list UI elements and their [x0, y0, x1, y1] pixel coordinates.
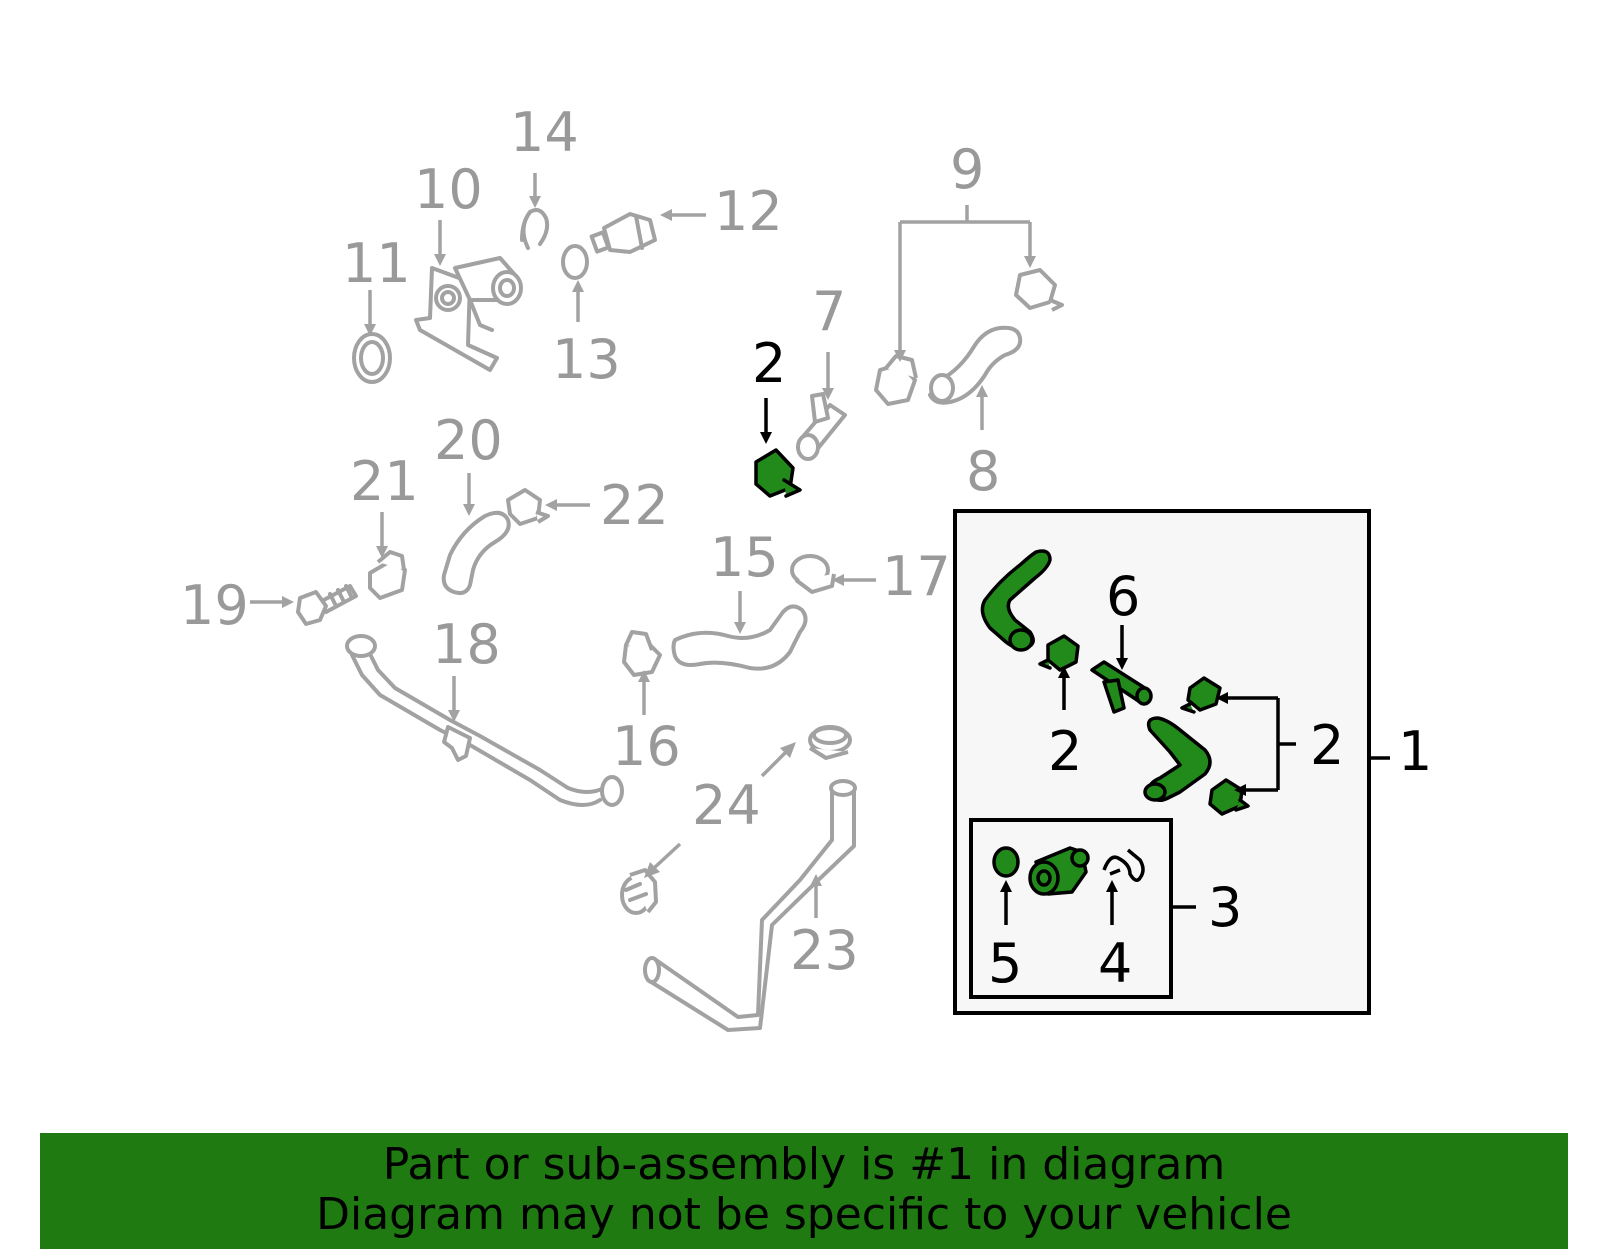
banner-line-2: Diagram may not be specific to your vehi…: [316, 1189, 1292, 1240]
kit-clip-part[interactable]: [1102, 848, 1145, 882]
hose-clamp-part[interactable]: [620, 868, 658, 915]
callout-5: 5: [988, 932, 1022, 995]
callout-3: 3: [1208, 876, 1242, 939]
callout-4: 4: [1098, 932, 1132, 995]
assembly-callout-box: [953, 509, 1371, 1015]
hose-clamp-part[interactable]: [506, 488, 550, 526]
callout-18: 18: [432, 613, 501, 676]
callout-10: 10: [414, 158, 483, 221]
hose-clamp-part[interactable]: [368, 550, 407, 600]
temperature-sensor-part[interactable]: [589, 212, 657, 254]
upper-hose-part[interactable]: [928, 325, 1023, 405]
hose-clamp-part[interactable]: [1046, 634, 1080, 672]
hose-clamp-part[interactable]: [622, 630, 662, 677]
callout-6: 6: [1106, 565, 1140, 628]
water-pipe-part[interactable]: [345, 634, 624, 807]
callout-16: 16: [612, 715, 681, 778]
callout-15: 15: [710, 526, 779, 589]
kit-valve-part[interactable]: [1028, 846, 1090, 896]
hose-clamp-part[interactable]: [808, 725, 852, 760]
banner-line-1: Part or sub-assembly is #1 in diagram: [382, 1139, 1226, 1190]
callout-2-inner: 2: [1048, 720, 1082, 783]
callout-17: 17: [882, 545, 951, 608]
callout-2-assembly: 2: [1310, 714, 1344, 777]
callout-20: 20: [434, 409, 503, 472]
retaining-clip-part[interactable]: [520, 208, 550, 250]
callout-7: 7: [812, 280, 846, 343]
callout-1: 1: [1398, 720, 1432, 783]
callout-24: 24: [692, 774, 761, 837]
sensor-o-ring-part[interactable]: [561, 244, 589, 280]
lower-hose-part[interactable]: [671, 604, 808, 671]
radiator-hose-part[interactable]: [643, 779, 857, 1032]
callout-19: 19: [180, 574, 249, 637]
gray-leader-lines: [250, 173, 1036, 918]
callout-8: 8: [966, 440, 1000, 503]
hose-clamp-part[interactable]: [874, 354, 918, 406]
callout-23: 23: [790, 919, 859, 982]
tee-fitting-part[interactable]: [1090, 660, 1153, 714]
hose-fitting-part[interactable]: [796, 392, 847, 461]
hose-clamp-part[interactable]: [1186, 676, 1222, 712]
bolt-part[interactable]: [296, 584, 358, 626]
black-leader-lines: [760, 398, 1390, 925]
bypass-hose-part[interactable]: [441, 510, 511, 596]
callout-14: 14: [510, 101, 579, 164]
callout-11: 11: [342, 232, 411, 295]
hose-clamp-part[interactable]: [1014, 268, 1064, 312]
thermostat-housing-part[interactable]: [414, 256, 523, 372]
kit-o-ring-part[interactable]: [992, 846, 1020, 878]
callout-12: 12: [714, 180, 783, 243]
callout-2-standalone: 2: [752, 332, 786, 395]
callout-13: 13: [552, 328, 621, 391]
disclaimer-banner: Part or sub-assembly is #1 in diagram Di…: [40, 1133, 1568, 1249]
callout-21: 21: [350, 450, 419, 513]
callout-9: 9: [950, 138, 984, 201]
callout-22: 22: [600, 474, 669, 537]
highlighted-hose-clamp-part[interactable]: [754, 448, 802, 498]
hose-clamp-part[interactable]: [790, 554, 836, 594]
